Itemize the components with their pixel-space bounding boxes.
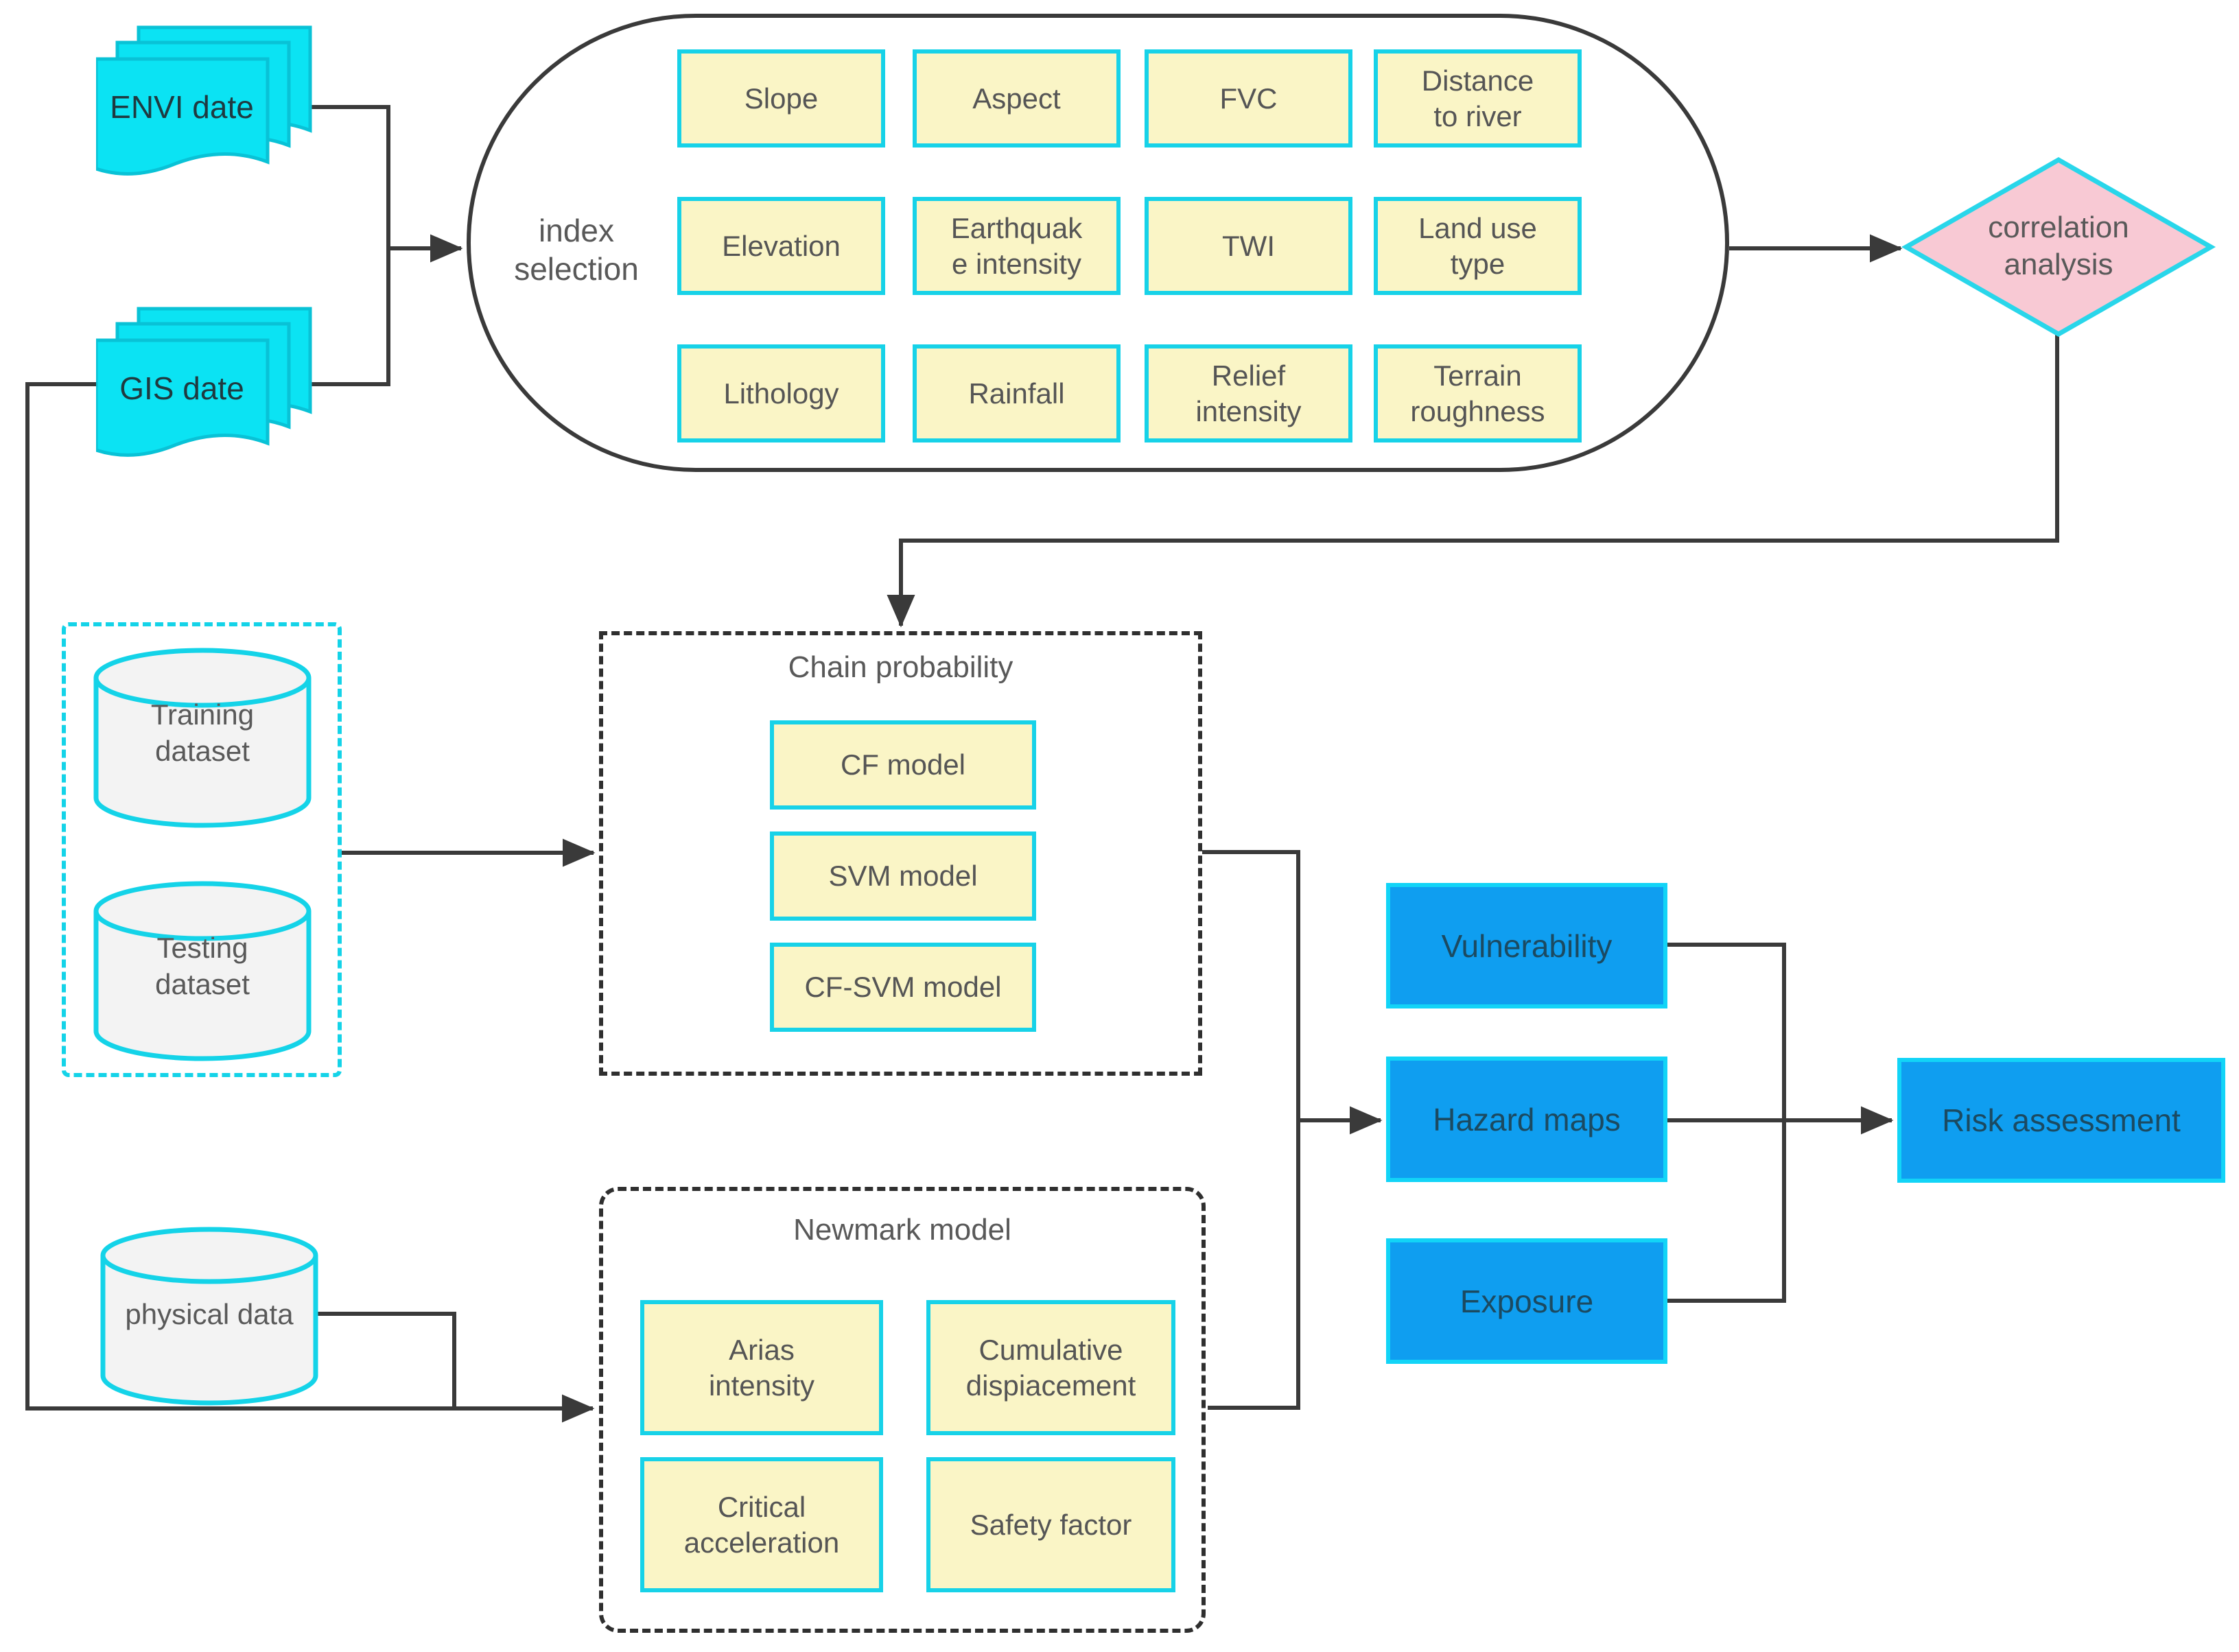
model-box-cf-svm: CF-SVM model [770,943,1036,1032]
factor-box: Distance to river [1374,49,1582,148]
model-box-cf: CF model [770,720,1036,810]
factor-box: Rainfall [913,344,1121,442]
risk-assessment-box: Risk assessment [1897,1058,2225,1183]
newmark-box-cumulative: Cumulative dispiacement [926,1300,1175,1435]
correlation-diamond: correlation analysis [1899,153,2218,341]
exposure-box: Exposure [1386,1238,1667,1364]
envi-date-node: ENVI date [96,23,425,222]
chain-probability-group [599,631,1202,1076]
factor-box: Land use type [1374,197,1582,295]
testing-dataset-label: Testing dataset [155,932,250,1000]
database-cylinder-icon [93,648,312,828]
factor-box: TWI [1145,197,1352,295]
connector-diamond-to-chain [887,334,2059,628]
database-cylinder-icon [100,1227,318,1406]
factor-box: Earthquak e intensity [913,197,1121,295]
connector-chain-to-collector [1202,850,1300,1410]
gis-date-label: GIS date [119,370,244,406]
connector-gis-to-newmark [25,382,595,1423]
training-dataset-label: Training dataset [150,698,255,767]
factor-box: Aspect [913,49,1121,148]
factor-box: Elevation [677,197,885,295]
model-box-svm: SVM model [770,831,1036,921]
document-stack-icon [96,25,312,176]
newmark-title: Newmark model [793,1213,1011,1247]
gis-date-node: GIS date [96,305,425,504]
training-dataset-node: Training dataset [89,644,316,832]
newmark-box-arias: Arias intensity [640,1300,883,1435]
testing-dataset-node: Testing dataset [89,877,316,1065]
newmark-box-critical: Critical acceleration [640,1457,883,1592]
connector-physical-join [317,1312,456,1406]
correlation-label: correlation analysis [1988,211,2129,281]
chain-probability-title: Chain probability [788,650,1013,684]
connector-vulnerability-join [1667,943,1786,1118]
factor-box: Lithology [677,344,885,442]
index-selection-label: index selection [514,213,639,287]
envi-date-label: ENVI date [110,89,254,125]
hazard-maps-box: Hazard maps [1386,1057,1667,1182]
document-stack-icon [96,307,312,457]
factor-box: Terrain roughness [1374,344,1582,442]
physical-data-label: physical data [125,1298,294,1330]
factor-box: Slope [677,49,885,148]
physical-data-node: physical data [96,1223,323,1409]
newmark-group [599,1187,1206,1633]
database-cylinder-icon [93,881,312,1061]
factor-box: FVC [1145,49,1352,148]
newmark-box-safety: Safety factor [926,1457,1175,1592]
factor-box: Relief intensity [1145,344,1352,442]
connector-envi-gis-junction [307,105,390,386]
vulnerability-box: Vulnerability [1386,883,1667,1008]
datasets-group [62,622,342,1077]
connector-exposure-join [1667,1122,1786,1303]
diamond-icon [1901,156,2216,338]
